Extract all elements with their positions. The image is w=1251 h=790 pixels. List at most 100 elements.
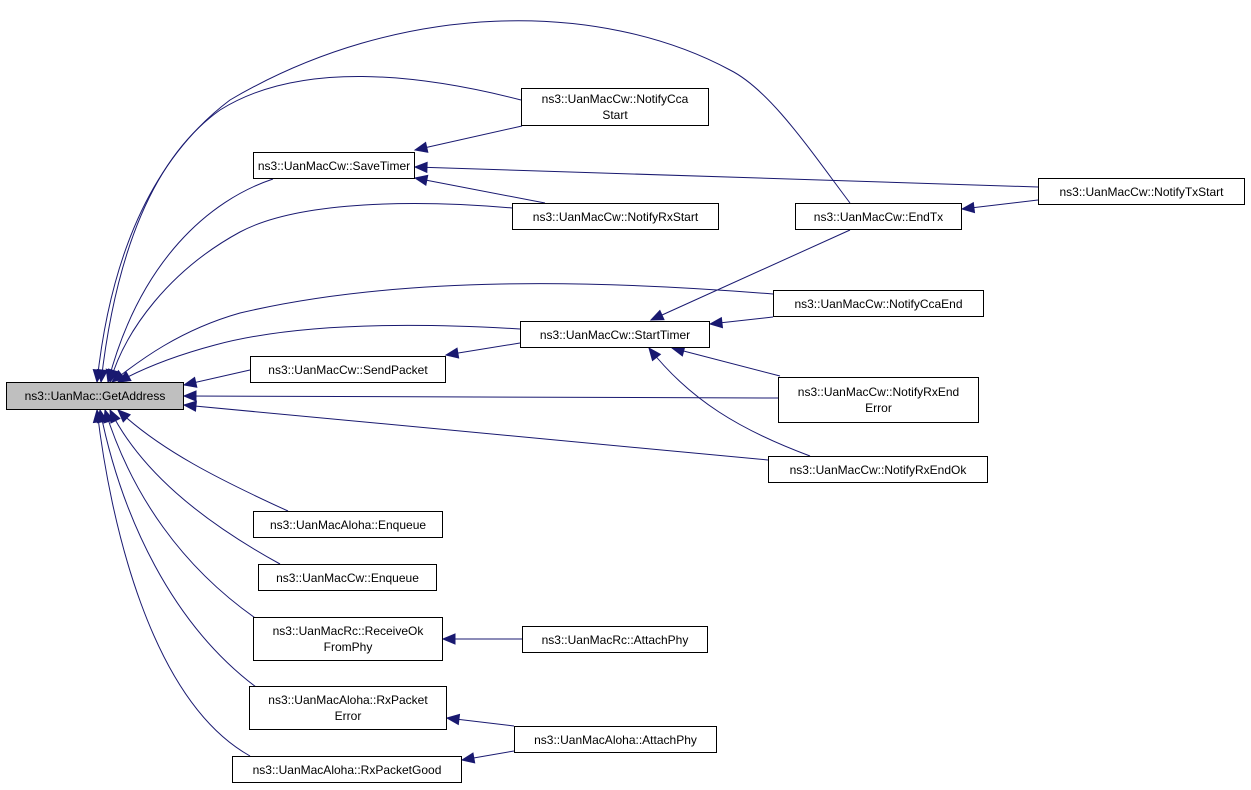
node-uanmaccw-notifyrxenderror[interactable]: ns3::UanMacCw::NotifyRxEnd Error (778, 377, 979, 423)
node-label-line-2: Error (865, 401, 892, 415)
edge-rc-receive-ok-to-get-address (103, 408, 271, 629)
edge-send-packet-to-get-address (182, 369, 251, 388)
edge-line (109, 203, 513, 383)
edge-aloha-attach-phy-to-aloha-rx-good (460, 750, 515, 764)
node-label-line-2: Error (334, 709, 362, 723)
edge-notify-rx-end-error-to-get-address (182, 390, 779, 402)
node-uanmacaloha-rxpacketerror[interactable]: ns3::UanMacAloha::RxPacket Error (249, 686, 447, 730)
edge-line (96, 409, 251, 757)
node-uanmaccw-notifyccastart[interactable]: ns3::UanMacCw::NotifyCca Start (521, 88, 709, 126)
edge-arrowhead (117, 409, 132, 423)
node-label: ns3::UanMacCw::EndTx (813, 209, 944, 224)
node-label: ns3::UanMacAloha::RxPacketGood (252, 762, 442, 777)
edge-arrowhead (460, 752, 476, 764)
node-label: ns3::UanMacCw::NotifyCcaEnd (794, 296, 963, 311)
edge-notify-rx-end-ok-to-start-timer (648, 346, 811, 457)
edge-arrowhead (413, 141, 429, 153)
edge-line (414, 177, 546, 204)
edge-arrowhead (441, 633, 456, 645)
edge-line (117, 409, 289, 512)
edge-arrowhead (182, 390, 197, 402)
edge-notify-rx-end-ok-to-get-address (182, 400, 769, 461)
edge-end-tx-to-get-address (92, 20, 851, 384)
edge-line (650, 229, 851, 321)
node-uanmaccw-notifyccaend[interactable]: ns3::UanMacCw::NotifyCcaEnd (773, 290, 984, 317)
node-label-line-2: FromPhy (323, 640, 373, 654)
edge-line (117, 324, 521, 383)
edge-arrowhead (445, 713, 461, 726)
node-uanmaccw-notifyrxstart[interactable]: ns3::UanMacCw::NotifyRxStart (512, 203, 719, 230)
edge-notify-rx-start-to-save-timer (413, 174, 546, 204)
edge-notify-rx-end-error-to-start-timer (670, 345, 781, 377)
edge-line (100, 76, 522, 383)
node-uanmaccw-notifyrxendok[interactable]: ns3::UanMacCw::NotifyRxEndOk (768, 456, 988, 483)
edge-notify-cca-end-to-get-address (110, 283, 774, 383)
edge-arrowhead (107, 368, 119, 384)
node-label: ns3::UanMacCw::SendPacket (268, 362, 428, 377)
node-uanmaccw-enqueue[interactable]: ns3::UanMacCw::Enqueue (258, 564, 437, 591)
edge-arrowhead (92, 368, 105, 384)
edge-aloha-attach-phy-to-aloha-rx-error (445, 713, 515, 727)
node-uanmaccw-savetimer[interactable]: ns3::UanMacCw::SaveTimer (253, 152, 415, 179)
node-uanmacrc-attachphy[interactable]: ns3::UanMacRc::AttachPhy (522, 626, 708, 653)
edge-cw-enqueue-to-get-address (109, 408, 281, 565)
node-label-line-1: ns3::UanMacCw::NotifyRxEnd (797, 385, 960, 399)
node-label-line-1: ns3::UanMacCw::NotifyCca (541, 92, 689, 106)
edge-arrowhead (960, 201, 976, 214)
edge-arrowhead (413, 174, 429, 187)
node-label: ns3::UanMacAloha::AttachPhy (534, 732, 697, 747)
node-label: ns3::UanMacCw::NotifyRxStart (532, 209, 699, 224)
edge-line (961, 199, 1039, 210)
edge-line (96, 20, 851, 383)
edge-save-timer-to-get-address (105, 178, 274, 384)
node-uanmaccw-sendpacket[interactable]: ns3::UanMacCw::SendPacket (250, 356, 446, 383)
node-uanmacrc-receiveokfromphy[interactable]: ns3::UanMacRc::ReceiveOk FromPhy (253, 617, 443, 661)
edge-arrowhead (648, 346, 662, 362)
edge-aloha-rx-good-to-get-address (92, 408, 251, 757)
edge-aloha-enqueue-to-get-address (117, 409, 289, 512)
node-uanmaccw-notifytxstart[interactable]: ns3::UanMacCw::NotifyTxStart (1038, 178, 1245, 205)
edge-arrowhead (92, 408, 105, 424)
node-label-line-1: ns3::UanMacRc::ReceiveOk (272, 624, 424, 638)
node-label: ns3::UanMacCw::NotifyRxEndOk (789, 462, 967, 477)
edge-rc-attach-phy-to-rc-receive-ok (441, 633, 522, 645)
node-label: ns3::UanMacAloha::Enqueue (269, 517, 427, 532)
node-uanmac-getaddress: ns3::UanMac::GetAddress (6, 382, 184, 410)
edge-notify-tx-start-to-save-timer (413, 161, 1039, 188)
edge-arrowhead (182, 376, 198, 388)
edge-notify-tx-start-to-end-tx (960, 199, 1039, 214)
edge-arrowhead (110, 369, 126, 383)
node-label: ns3::UanMacCw::StartTimer (539, 327, 691, 342)
node-label: ns3::UanMacRc::AttachPhy (541, 632, 689, 647)
node-label: ns3::UanMac::GetAddress (24, 389, 166, 403)
edge-line (183, 404, 769, 461)
edge-arrowhead (708, 316, 724, 329)
node-uanmacaloha-enqueue[interactable]: ns3::UanMacAloha::Enqueue (253, 511, 443, 538)
edge-line (107, 178, 274, 383)
node-label-line-1: ns3::UanMacAloha::RxPacket (268, 693, 428, 707)
edge-arrowhead (444, 347, 460, 359)
edge-notify-cca-end-to-start-timer (708, 316, 774, 329)
edge-line (109, 409, 281, 565)
node-uanmaccw-endtx[interactable]: ns3::UanMacCw::EndTx (795, 203, 962, 230)
node-label: ns3::UanMacCw::Enqueue (276, 570, 419, 585)
edge-arrowhead (182, 400, 197, 412)
edge-arrowhead (413, 161, 428, 174)
edge-line (183, 395, 779, 399)
node-uanmacaloha-rxpacketgood[interactable]: ns3::UanMacAloha::RxPacketGood (232, 756, 462, 783)
edge-line (671, 347, 781, 377)
edge-end-tx-to-start-timer (649, 229, 851, 321)
edge-line (99, 409, 271, 698)
edge-arrowhead (649, 309, 665, 321)
edge-line (111, 283, 774, 383)
edge-line (414, 125, 523, 151)
edge-line (414, 166, 1039, 188)
node-label-line-2: Start (602, 108, 628, 122)
edge-start-timer-to-send-packet (444, 342, 521, 359)
node-uanmacaloha-attachphy[interactable]: ns3::UanMacAloha::AttachPhy (514, 726, 717, 753)
node-uanmaccw-starttimer[interactable]: ns3::UanMacCw::StartTimer (520, 321, 710, 348)
node-label: ns3::UanMacCw::SaveTimer (257, 158, 411, 173)
node-label: ns3::UanMacCw::NotifyTxStart (1059, 184, 1224, 199)
